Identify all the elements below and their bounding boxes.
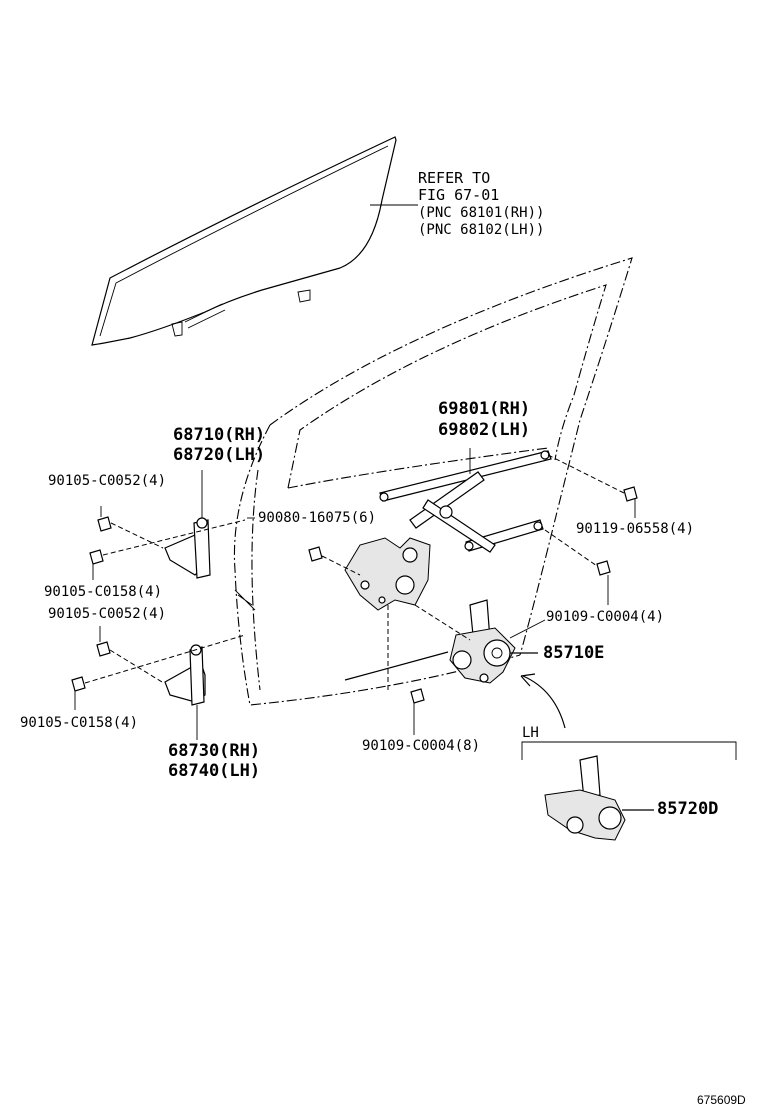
lh-arrow-head	[520, 673, 536, 687]
upper-hinge-part-lh: 68720(LH)	[173, 445, 266, 465]
bolt-label-upper-hinge-bottom: 90105-C0158(4)	[44, 584, 163, 600]
lh-bracket	[521, 741, 737, 760]
leader-lines	[74, 454, 636, 735]
bolt-label-lower-hinge-top: 90105-C0052(4)	[48, 606, 167, 622]
bolt-label-upper-hinge-top: 90105-C0052(4)	[48, 473, 167, 489]
glass-reference-line1: REFER TO	[418, 169, 491, 187]
bolts	[71, 486, 638, 704]
regulator-motor-rh	[344, 599, 538, 684]
door-glass-outline	[91, 136, 397, 346]
lh-bracket-label: LH	[522, 725, 539, 741]
bolt-label-regulator-mount: 90080-16075(6)	[258, 510, 377, 526]
glass-reference-line2: FIG 67-01	[418, 186, 500, 204]
glass-reference-line4: (PNC 68102(LH))	[418, 222, 545, 238]
window-regulator	[344, 448, 552, 611]
figure-number: 675609D	[697, 1093, 746, 1107]
regulator-motor-lh	[544, 755, 654, 841]
bolt-label-regulator-lower-right: 90109-C0004(4)	[546, 609, 665, 625]
regulator-part-rh: 69801(RH)	[438, 399, 531, 419]
lower-hinge-part-rh: 68730(RH)	[168, 741, 261, 761]
lower-door-hinge	[164, 644, 206, 740]
motor-part-rh: 85710E	[543, 643, 605, 663]
lower-hinge-part-lh: 68740(LH)	[168, 761, 261, 781]
glass-reference-line3: (PNC 68101(RH))	[418, 205, 545, 221]
upper-hinge-part-rh: 68710(RH)	[173, 425, 266, 445]
motor-part-lh: 85720D	[657, 799, 719, 819]
lh-arrow	[522, 675, 566, 729]
bolt-label-lower-hinge-bottom: 90105-C0158(4)	[20, 715, 139, 731]
door-frame-outline	[233, 257, 633, 706]
bolt-label-regulator-lower: 90109-C0004(8)	[362, 738, 481, 754]
bolt-label-regulator-rear: 90119-06558(4)	[576, 521, 695, 537]
regulator-part-lh: 69802(LH)	[438, 420, 531, 440]
upper-door-hinge	[164, 470, 211, 579]
